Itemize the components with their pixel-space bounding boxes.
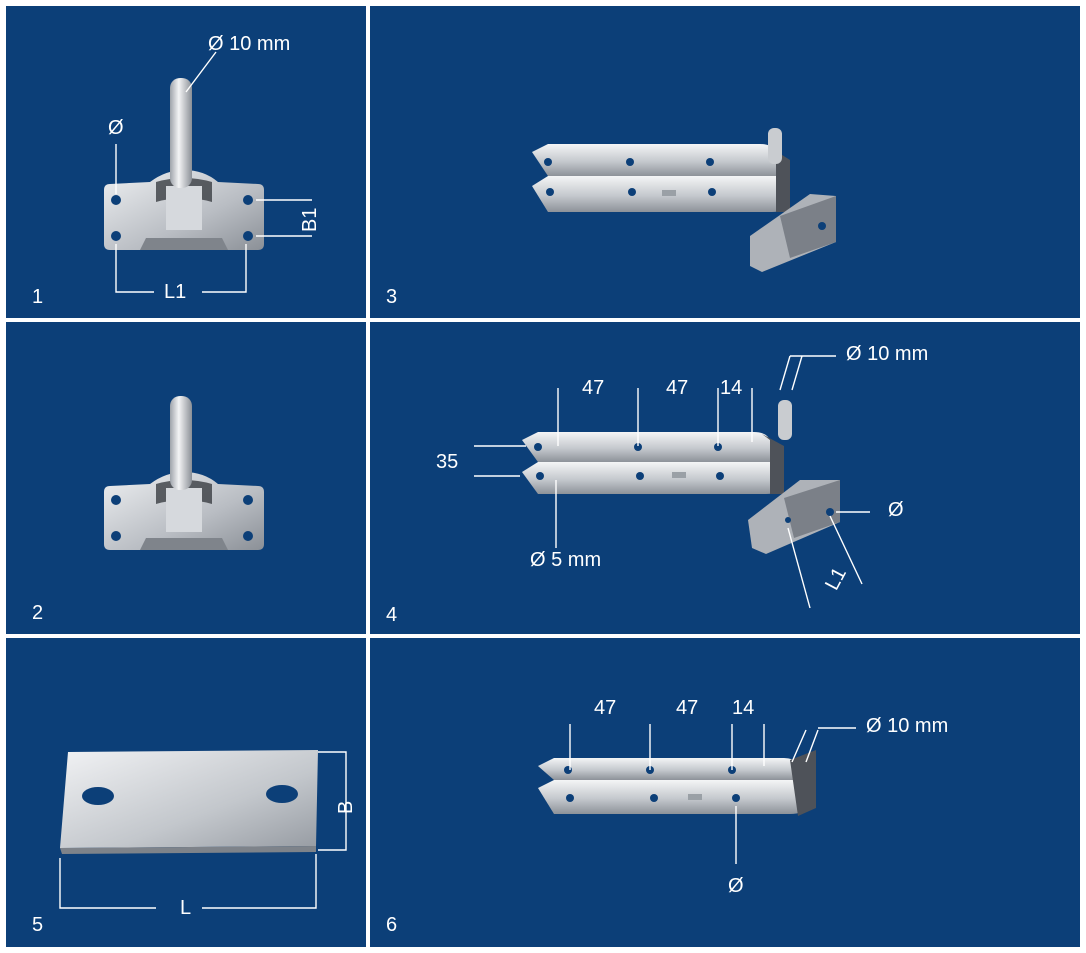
panel-1: Ø 10 mm Ø B1 L1 1 <box>6 6 366 318</box>
backing-plate-drawing <box>59 750 347 909</box>
strap-lower <box>522 462 784 494</box>
base-plate <box>104 472 264 550</box>
pin-diameter-label: Ø 10 mm <box>208 33 291 55</box>
small-hole-diameter-label: Ø 5 mm <box>530 549 602 571</box>
mounting-holes <box>111 495 253 541</box>
panel-2: 2 <box>6 322 366 634</box>
width-label: B <box>335 800 357 814</box>
hole-diameter-label: Ø <box>728 875 744 897</box>
base-plate <box>104 170 264 250</box>
dimension-lines <box>569 724 856 864</box>
hole-diameter-label: Ø <box>888 499 904 521</box>
dimension-lines <box>59 751 347 909</box>
strap-upper <box>532 144 776 176</box>
length-label: L1 <box>164 281 187 303</box>
mounting-holes <box>111 195 253 241</box>
height-label: 35 <box>436 451 459 473</box>
panel-number: 4 <box>386 604 398 626</box>
width-label: B1 <box>299 207 321 232</box>
length-label: L <box>180 897 192 919</box>
hinge-pin-plate-drawing <box>104 396 264 550</box>
mounting-holes <box>534 443 834 523</box>
pin-diameter-label: Ø 10 mm <box>846 343 929 365</box>
mounting-holes <box>82 785 298 805</box>
panel-4: 47 47 14 35 Ø 10 mm Ø Ø 5 mm L1 4 <box>370 322 1080 634</box>
dimension-lines <box>115 51 312 293</box>
spacing-label-b: 47 <box>676 697 699 719</box>
strap-upper <box>538 758 798 780</box>
spacing-label-c: 14 <box>732 697 755 719</box>
panel-number: 5 <box>32 914 44 936</box>
spacing-label-c: 14 <box>720 377 743 399</box>
panel-number: 1 <box>32 286 44 308</box>
dimension-lines <box>474 355 870 609</box>
spacing-label-a: 47 <box>582 377 605 399</box>
panel-6: 47 47 14 Ø 10 mm Ø 6 <box>370 638 1080 947</box>
strap-hinge-drawing <box>538 724 856 864</box>
mounting-holes <box>544 158 826 230</box>
panel-5: B L 5 <box>6 638 366 947</box>
strap-hinge-drawing <box>532 128 836 272</box>
panel-number: 3 <box>386 286 398 308</box>
panel-number: 2 <box>32 602 44 624</box>
panel-3: 3 <box>370 6 1080 318</box>
pin <box>170 78 192 188</box>
strap-hinge-drawing <box>474 355 870 609</box>
panel-number: 6 <box>386 914 398 936</box>
plate <box>60 750 318 848</box>
strap-lower <box>538 780 810 814</box>
strap-lower <box>532 176 790 212</box>
strap-upper <box>522 432 770 462</box>
hole-diameter-label: Ø <box>108 117 124 139</box>
pin <box>778 400 792 440</box>
hinge-pin-plate-drawing <box>104 51 312 293</box>
spacing-label-a: 47 <box>594 697 617 719</box>
pin-diameter-label: Ø 10 mm <box>866 715 949 737</box>
pin <box>768 128 782 164</box>
spacing-label-b: 47 <box>666 377 689 399</box>
pin <box>170 396 192 490</box>
